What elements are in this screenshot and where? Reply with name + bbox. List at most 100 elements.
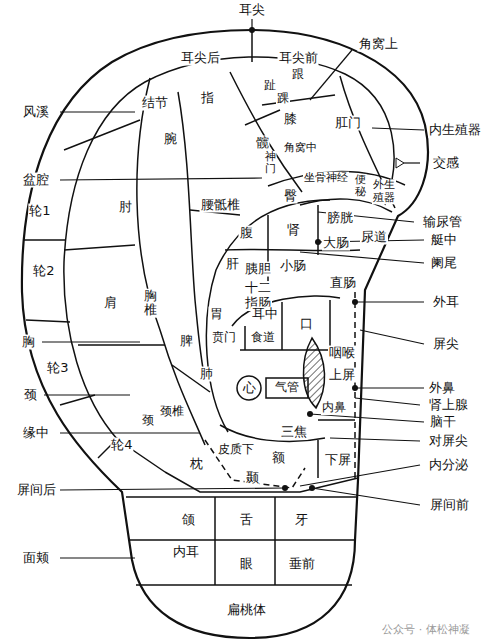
part-label: 三焦 (280, 425, 308, 440)
part-label: 肾上腺 (428, 398, 469, 413)
part-label: 耳中 (251, 307, 279, 322)
part-label: 食道 (250, 331, 276, 345)
part-label: 皮质下 (217, 443, 255, 457)
concha-boundary (206, 200, 330, 432)
part-label: 枕 (189, 457, 204, 472)
scapha-divider (78, 344, 165, 346)
part-label: 对屏尖 (428, 434, 469, 449)
part-label: 轮4 (110, 438, 133, 453)
part-label: 肝 (225, 257, 240, 272)
part-label: 大肠 (322, 236, 350, 251)
point-dot (352, 299, 358, 305)
part-label: 胸 (21, 335, 36, 350)
leader-line (360, 330, 424, 344)
part-label: 咽喉 (328, 346, 356, 361)
part-label: 口 (299, 317, 314, 332)
part-label: 腰骶椎 (200, 198, 241, 213)
superior-crus (230, 72, 302, 192)
scapha-boundary (137, 78, 205, 445)
helix-divider (26, 320, 70, 322)
antitragus-edge (205, 440, 305, 488)
part-label: 跟 (291, 68, 305, 82)
helix-boundary (64, 57, 394, 472)
part-label: 外生殖器 (372, 179, 396, 204)
leader-line (355, 301, 424, 302)
part-label: 艇中 (430, 233, 458, 248)
tragus-divider (317, 440, 319, 478)
leader-line (60, 557, 135, 558)
leader-line (310, 414, 424, 422)
part-label: 额 (271, 451, 286, 466)
part-label: 阑尾 (430, 256, 458, 271)
lobe-grid (136, 584, 352, 586)
part-label: 缘中 (22, 426, 50, 441)
part-label: 小肠 (279, 259, 307, 274)
fossa-divider (262, 95, 335, 105)
part-label: 面颊 (22, 551, 50, 566)
part-label: 外耳 (432, 295, 460, 310)
part-label: 上屏 (328, 368, 356, 383)
part-label: 心 (242, 381, 257, 396)
part-label: 肺 (199, 367, 214, 382)
point-dot (315, 239, 321, 245)
part-label: 输尿管 (422, 215, 463, 230)
antihelix-line (178, 92, 205, 380)
part-label: 内耳 (172, 545, 200, 560)
part-label: 膝 (283, 112, 298, 127)
part-label: 肛门 (334, 116, 362, 131)
point-dot (352, 385, 358, 391)
part-label: 耳尖后 (180, 51, 221, 66)
leader-line (355, 387, 424, 388)
part-label: 颌 (181, 513, 196, 528)
part-label: 胃 (209, 307, 224, 322)
part-label: 胰胆 (244, 262, 272, 277)
part-label: 屏间后 (16, 483, 57, 498)
leader-line (44, 394, 130, 395)
point-dot (282, 485, 288, 491)
leader-line (330, 438, 420, 441)
lobe-grid (130, 539, 356, 541)
part-label: 屏间前 (429, 498, 470, 513)
helix-divider (60, 395, 95, 405)
part-label: 耳尖 (238, 3, 266, 18)
part-label: 眼 (239, 557, 254, 572)
point-marker (396, 158, 404, 168)
lobe-grid (126, 496, 356, 498)
part-label: 膀胱 (326, 211, 354, 226)
part-label: 直肠 (329, 276, 357, 291)
part-label: 轮1 (28, 204, 51, 219)
part-label: 颈 (23, 388, 38, 403)
leader-line (404, 162, 420, 163)
part-label: 腹 (239, 226, 254, 241)
point-dot (249, 27, 255, 33)
part-label: 角窝中 (283, 142, 318, 155)
leader-line (355, 398, 420, 405)
leader-line (60, 111, 135, 112)
part-label: 内生殖器 (428, 123, 482, 138)
part-label: 垂前 (288, 557, 316, 572)
lobe-grid (214, 497, 216, 585)
scapha-divider (64, 245, 135, 250)
fossa-divider (245, 110, 280, 125)
part-label: 舌 (239, 513, 254, 528)
part-label: 脑干 (429, 415, 457, 430)
crus-divider (281, 302, 283, 350)
lobe-grid (274, 497, 276, 585)
tragus-hatch (303, 338, 324, 408)
part-label: 尿道 (360, 230, 388, 245)
point-dot (307, 411, 313, 417)
cavum-boundary (220, 425, 325, 442)
part-label: 颈 (141, 414, 155, 428)
part-label: 结节 (141, 96, 169, 111)
part-label: 神门 (264, 151, 277, 175)
part-label: 轮3 (46, 361, 69, 376)
helix-crus (240, 300, 330, 350)
part-label: 气管 (274, 381, 300, 395)
part-label: 风溪 (22, 105, 50, 120)
part-label: 屏尖 (432, 337, 460, 352)
part-label: 肘 (118, 200, 133, 215)
helix-divider (251, 30, 253, 62)
tragus-divider (318, 419, 355, 421)
